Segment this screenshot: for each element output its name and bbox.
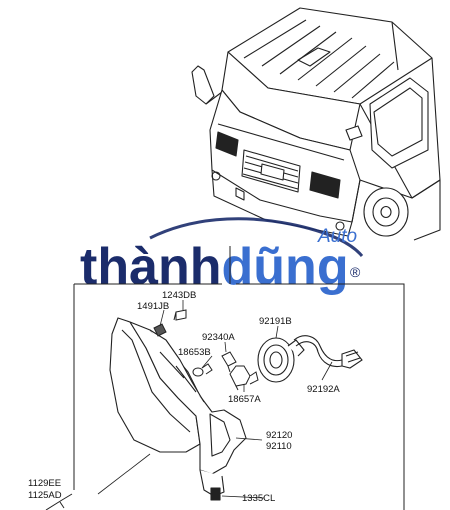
watermark-registered-mark: ® (350, 264, 361, 280)
parts-frame (73, 246, 405, 510)
watermark-logo: thànhdũng Auto ® (80, 217, 364, 296)
label-92340A: 92340A (202, 332, 235, 343)
label-92191B: 92191B (259, 316, 292, 327)
wiring-harness-92192A (293, 335, 363, 369)
screw-1491JB (153, 323, 167, 337)
label-92110: 92110 (266, 441, 292, 452)
bulb-18653B (192, 363, 213, 377)
label-1491JB: 1491JB (137, 301, 169, 312)
watermark-auto-text: Auto (317, 226, 357, 247)
bulb-92340A (221, 351, 237, 373)
watermark-swoosh (149, 217, 364, 257)
watermark-part2: dũng (222, 238, 349, 296)
label-92120: 92120 (266, 430, 292, 441)
label-18657A: 18657A (228, 394, 261, 405)
label-18653B: 18653B (178, 347, 211, 358)
headlamp-assembly (109, 317, 247, 501)
label-1129EE: 1129EE (28, 478, 61, 489)
label-1243DB: 1243DB (162, 290, 196, 301)
truck-cab-illustration (191, 7, 441, 241)
label-1335CL: 1335CL (242, 493, 275, 504)
leader-lines (97, 300, 333, 499)
mounting-clip (210, 487, 221, 501)
socket-92191B (257, 337, 305, 383)
label-92192A: 92192A (307, 384, 340, 395)
screw-1243DB (173, 309, 187, 321)
bulb-18657A (229, 365, 259, 391)
label-1125AD: 1125AD (28, 490, 62, 501)
watermark-part1: thành (80, 238, 222, 296)
part-labels: 1243DB 1491JB 92191B 92340A 18653B 18657… (28, 290, 340, 504)
fastener-1129EE (45, 493, 73, 510)
watermark-brand-text: thànhdũng (80, 238, 349, 296)
